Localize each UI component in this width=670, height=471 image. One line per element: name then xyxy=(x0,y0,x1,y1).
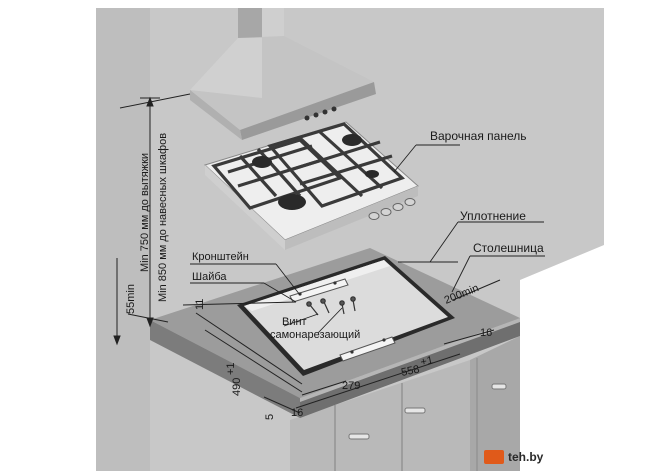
dim-558-group: 558 +1 xyxy=(400,354,434,379)
label-leaders xyxy=(190,144,545,334)
dim-16-bottom: 16 xyxy=(291,407,303,419)
dim-490: 490 xyxy=(231,378,243,396)
min-hood-label: Min 750 мм до вытяжки xyxy=(139,153,151,272)
burner-medium-left xyxy=(252,156,272,168)
dim-279: 279 xyxy=(342,380,360,392)
gas-hob xyxy=(204,121,419,250)
dim-558: 558 xyxy=(400,363,420,379)
dim-490-group: 490 +1 xyxy=(225,362,243,396)
burner-large xyxy=(278,194,306,210)
screw-icons xyxy=(306,296,356,316)
control-knobs xyxy=(368,198,416,220)
bracket-parts xyxy=(289,278,396,362)
watermark-brand: teh.by xyxy=(508,450,544,464)
dim-11: 11 xyxy=(194,299,206,310)
bracket-label: Кронштейн xyxy=(192,251,249,263)
hob-label: Варочная панель xyxy=(430,129,526,143)
dim-16-right: 16 xyxy=(480,327,492,339)
min-cabinets-label: Min 850 мм до навесных шкафов xyxy=(157,133,169,302)
washer-label: Шайба xyxy=(192,271,227,283)
lower-cabinets xyxy=(290,336,520,471)
countertop-label: Столешница xyxy=(473,241,544,255)
countertop-dimension-lines xyxy=(182,261,501,414)
seal-label: Уплотнение xyxy=(460,209,526,223)
tehby-logo-icon xyxy=(484,450,504,464)
burner-small xyxy=(365,170,379,178)
burner-medium-right xyxy=(342,134,362,146)
vertical-dimension-lines xyxy=(113,93,191,346)
dim-5: 5 xyxy=(264,414,276,420)
dim-558-tol: +1 xyxy=(419,354,434,368)
screw-label-line2: самонарезающий xyxy=(270,329,360,341)
cutout xyxy=(237,256,455,376)
range-hood xyxy=(190,8,376,140)
screw-label-line1: Винт xyxy=(282,316,307,328)
wall-shadow xyxy=(96,8,150,471)
min-55-label: 55min xyxy=(125,284,137,314)
watermark: teh.by xyxy=(484,450,544,464)
dim-490-tol: +1 xyxy=(225,362,237,375)
